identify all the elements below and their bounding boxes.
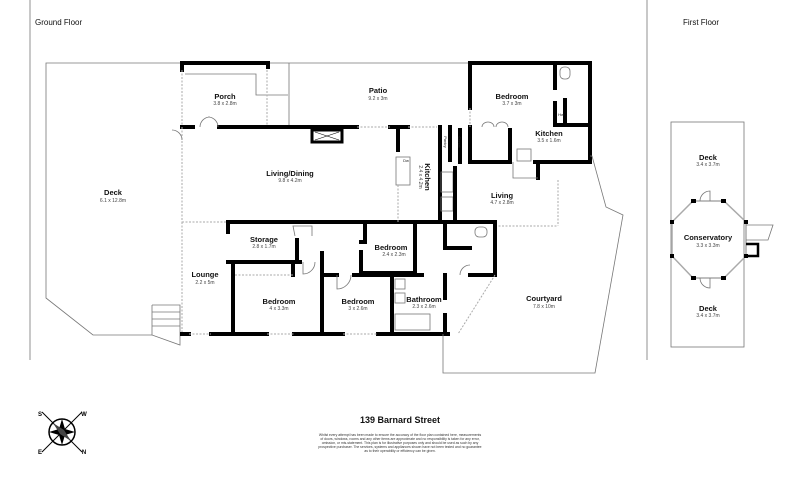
label-closet: Closet [457, 136, 462, 148]
stairs [746, 224, 774, 241]
compass-label-e: E [38, 450, 42, 456]
room-label-bedroom: Bedroom [342, 297, 375, 306]
room-label-deck: Deck [699, 304, 718, 313]
label-hot-water: Hw [558, 112, 564, 117]
room-dim-bedroom: 3.7 x 3m [502, 101, 521, 107]
room-label-patio: Patio [369, 86, 388, 95]
room-label-porch: Porch [214, 92, 236, 101]
room-dim-courtyard: 7.8 x 10m [533, 304, 555, 310]
ground-floor-label: Ground Floor [35, 18, 82, 27]
room-label-bedroom: Bedroom [375, 243, 408, 252]
room-label-deck: Deck [104, 188, 123, 197]
compass-label-s: S [38, 412, 42, 418]
room-label-kitchen: Kitchen [423, 163, 432, 191]
conservatory-door-south[interactable] [699, 277, 711, 289]
room-dim-lounge: 2.2 x 5m [195, 280, 214, 286]
room-label-lounge: Lounge [191, 270, 218, 279]
disclaimer-line: omission, or mis-statement. This plan is… [322, 441, 479, 445]
room-dim-conservatory: 3.3 x 3.3m [696, 243, 719, 249]
room-label-storage: Storage [250, 235, 278, 244]
room-label-conservatory: Conservatory [684, 233, 733, 242]
room-dim-deck: 3.4 x 3.7m [696, 313, 719, 319]
deck-outline [45, 62, 182, 336]
compass-rose-icon: S W E N [38, 411, 87, 456]
room-dim-deck: 6.1 x 12.8m [100, 198, 126, 204]
hall-door[interactable] [459, 264, 471, 276]
room-dim-bedroom: 4 x 3.3m [269, 306, 288, 312]
bedroom-door[interactable] [336, 274, 352, 290]
room-label-deck: Deck [699, 153, 718, 162]
courtyard-outline [442, 155, 624, 374]
room-dim-bedroom: 3 x 2.6m [348, 306, 367, 312]
address-title: 139 Barnard Street [360, 415, 440, 425]
fridge [440, 196, 454, 212]
first-floor-plan: Deck 3.4 x 3.7m Conservatory 3.3 x 3.3m … [670, 121, 774, 348]
room-dim-patio: 9.2 x 3m [368, 96, 387, 102]
room-label-bedroom: Bedroom [496, 92, 529, 101]
room-dim-kitchen: 2.4 x 4.2m [417, 165, 423, 188]
toilet [559, 66, 571, 80]
disclaimer-line: as to their operability or efficiency ca… [364, 449, 435, 453]
first-floor-label: First Floor [683, 18, 719, 27]
room-dim-deck: 3.4 x 3.7m [696, 162, 719, 168]
compass-label-w: W [81, 412, 87, 418]
room-dim-bedroom: 2.4 x 2.3m [382, 252, 405, 258]
room-dim-kitchen: 3.5 x 1.6m [537, 138, 560, 144]
room-dim-storage: 2.8 x 1.7m [252, 244, 275, 250]
disclaimer-line: of doors, windows, rooms and any other i… [320, 437, 479, 441]
porch-door[interactable] [199, 116, 219, 128]
room-label-courtyard: Courtyard [526, 294, 562, 303]
room-label-living-dining: Living/Dining [266, 169, 314, 178]
room-dim-bathroom: 2.3 x 2.6m [412, 304, 435, 310]
room-label-living: Living [491, 191, 514, 200]
ground-floor-plan [45, 61, 624, 374]
compass-label-n: N [82, 450, 86, 456]
room-dim-living-dining: 9.8 x 4.2m [278, 178, 301, 184]
label-pantry: Pantry [443, 136, 448, 148]
conservatory-door-north[interactable] [699, 190, 711, 202]
room-dim-living: 4.7 x 2.8m [490, 200, 513, 206]
fireplace [310, 128, 344, 144]
label-dishwasher: Dw [403, 158, 409, 163]
bedroom-door[interactable] [302, 261, 316, 275]
stove [440, 171, 454, 193]
room-label-bedroom: Bedroom [263, 297, 296, 306]
disclaimer-line: prospective purchaser. The services, sys… [318, 445, 481, 449]
first-floor-deck-outline [670, 121, 745, 348]
toilet [474, 226, 488, 238]
deck-door[interactable] [171, 129, 183, 141]
room-dim-porch: 3.8 x 2.8m [213, 101, 236, 107]
disclaimer-line: Whilst every attempt has been made to en… [319, 433, 482, 437]
sink [516, 148, 532, 162]
room-label-bathroom: Bathroom [406, 295, 442, 304]
room-labels: Porch 3.8 x 2.8m Patio 9.2 x 3m Deck 6.1… [100, 86, 564, 312]
room-label-kitchen: Kitchen [535, 129, 563, 138]
deck-stairs [151, 304, 181, 346]
